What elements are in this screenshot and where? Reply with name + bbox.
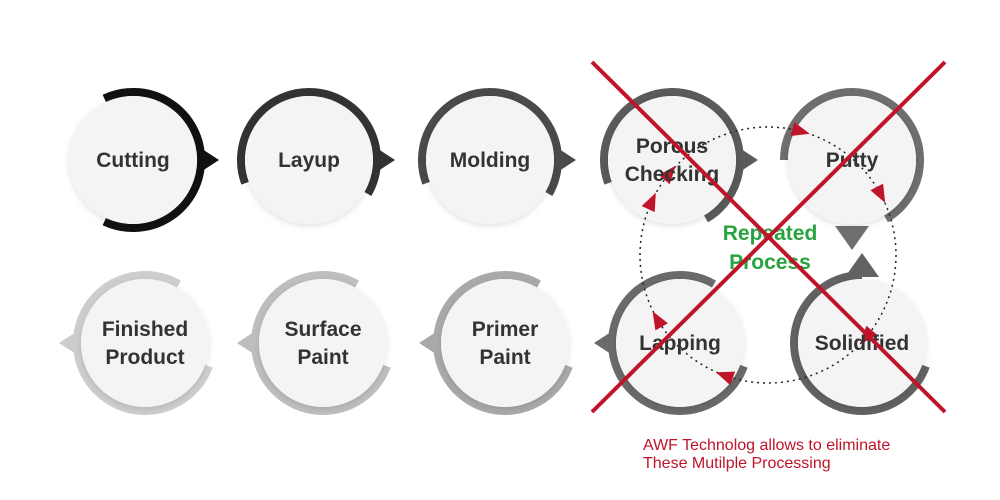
- stage-node-primer-paint: [419, 271, 573, 415]
- stage-label-line: Porous: [636, 135, 708, 158]
- stage-label-line: Primer: [472, 318, 539, 341]
- stage-label-line: Solidified: [815, 332, 910, 355]
- stage-ring-molding: [418, 88, 562, 196]
- stage-node-finished-product: [59, 271, 213, 415]
- stage-label-line: Checking: [625, 163, 720, 186]
- stage-ring-lapping: [608, 271, 748, 415]
- stage-disc-finished-product: [81, 279, 209, 407]
- stage-label-line: Cutting: [96, 149, 169, 172]
- cross-line-up: [590, 60, 947, 414]
- elimination-note-line: These Mutilple Processing: [643, 455, 831, 472]
- loop-arrowhead: [641, 192, 656, 213]
- stage-label-line: Finished: [102, 318, 188, 341]
- stage-node-porous-checking: [600, 88, 758, 224]
- stage-ring-finished-product: [73, 271, 213, 415]
- stage-node-lapping: [594, 271, 748, 415]
- stage-ring-cutting: [102, 88, 206, 232]
- stage-label-line: Molding: [450, 149, 530, 172]
- loop-arrowhead: [658, 165, 676, 185]
- loop-arrowhead: [715, 371, 736, 386]
- stage-node-cutting: [69, 88, 219, 232]
- stage-ring-primer-paint: [433, 271, 573, 415]
- stage-label-cutting: Cutting: [96, 149, 169, 172]
- stage-pointer-putty: [835, 226, 869, 250]
- stage-disc-cutting: [69, 96, 197, 224]
- stage-pointer-solidified: [845, 253, 879, 277]
- stage-disc-surface-paint: [259, 279, 387, 407]
- stage-node-molding: [418, 88, 576, 224]
- stage-label-line: Lapping: [639, 332, 721, 355]
- stage-node-surface-paint: [237, 271, 391, 415]
- stage-disc-molding: [426, 96, 554, 224]
- stage-label-lapping: Lapping: [639, 332, 721, 355]
- elimination-note-line: AWF Technolog allows to eliminate: [643, 437, 890, 454]
- stage-label-line: Paint: [479, 346, 530, 369]
- stage-disc-primer-paint: [441, 279, 569, 407]
- stage-label-line: Layup: [278, 149, 340, 172]
- stage-disc-layup: [245, 96, 373, 224]
- stage-label-layup: Layup: [278, 149, 340, 172]
- loop-arrowhead: [790, 122, 810, 136]
- stage-ring-layup: [237, 88, 381, 196]
- stage-label-solidified: Solidified: [815, 332, 910, 355]
- stage-label-line: Product: [105, 346, 184, 369]
- stage-disc-porous-checking: [608, 96, 736, 224]
- loop-arrowhead: [870, 183, 886, 203]
- stage-ring-putty: [780, 88, 924, 223]
- loop-arrowhead: [652, 311, 668, 331]
- stage-node-layup: [237, 88, 395, 224]
- stage-ring-surface-paint: [251, 271, 391, 415]
- stage-label-molding: Molding: [450, 149, 530, 172]
- repeat-loop-circle: [639, 126, 897, 384]
- stage-disc-lapping: [616, 279, 744, 407]
- stage-label-line: Surface: [284, 318, 361, 341]
- stage-ring-porous-checking: [600, 88, 744, 223]
- stage-label-line: Paint: [297, 346, 348, 369]
